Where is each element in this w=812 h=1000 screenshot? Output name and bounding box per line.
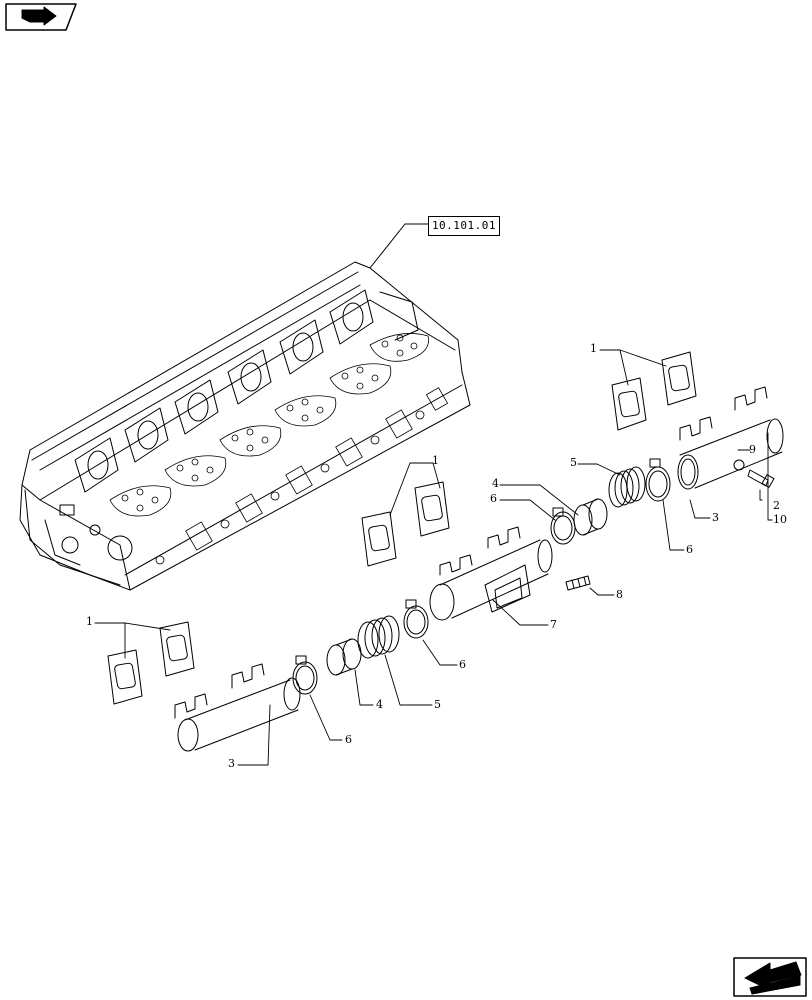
clamp-center-upper — [550, 507, 576, 545]
sleeve-front — [326, 638, 362, 676]
forward-arrow-icon — [5, 3, 77, 31]
callout-1-center: 1 — [432, 454, 439, 467]
callout-6-upper-right: 6 — [686, 543, 693, 556]
stud — [565, 575, 591, 591]
callout-10: 10 — [773, 513, 787, 526]
callout-3-right: 3 — [712, 511, 719, 524]
callout-2: 2 — [773, 499, 780, 512]
side-ports — [155, 387, 448, 565]
bolt — [747, 469, 775, 488]
callout-6-upper-left: 6 — [490, 492, 497, 505]
manifold-rear-section — [677, 386, 784, 490]
gasket-set-center — [361, 481, 450, 567]
callout-5-upper: 5 — [570, 456, 577, 469]
cam-towers — [74, 289, 419, 493]
gasket-set-upper-right — [611, 351, 697, 431]
clamp-center-lower — [403, 599, 429, 639]
callout-4-upper: 4 — [492, 477, 499, 490]
bellows-front — [357, 615, 400, 659]
clamp-rear — [645, 458, 671, 502]
manifold-front-section — [174, 663, 301, 752]
washer — [733, 459, 745, 471]
leader-lines — [94, 349, 773, 766]
cylinder-head — [19, 223, 471, 591]
next-page-button[interactable] — [5, 3, 77, 30]
callout-9: 9 — [749, 443, 756, 456]
callout-3-left: 3 — [228, 757, 235, 770]
callout-1-lower: 1 — [86, 615, 93, 628]
back-arrow-icon — [733, 957, 807, 997]
callout-6-center: 6 — [459, 658, 466, 671]
callout-1-upper: 1 — [590, 342, 597, 355]
gasket-set-lower-left — [107, 621, 195, 705]
bellows-rear — [608, 466, 646, 508]
manifold-center-section — [429, 526, 553, 621]
callout-5-lower: 5 — [434, 698, 441, 711]
valve-ports — [109, 333, 429, 517]
previous-page-button[interactable] — [733, 957, 807, 996]
callout-7: 7 — [550, 618, 557, 631]
callout-6-lower: 6 — [345, 733, 352, 746]
clamp-front — [292, 655, 318, 695]
reference-link-box[interactable]: 10.101.01 — [428, 216, 500, 236]
sleeve-rear — [573, 498, 608, 536]
callout-4-lower: 4 — [376, 698, 383, 711]
callout-8: 8 — [616, 588, 623, 601]
